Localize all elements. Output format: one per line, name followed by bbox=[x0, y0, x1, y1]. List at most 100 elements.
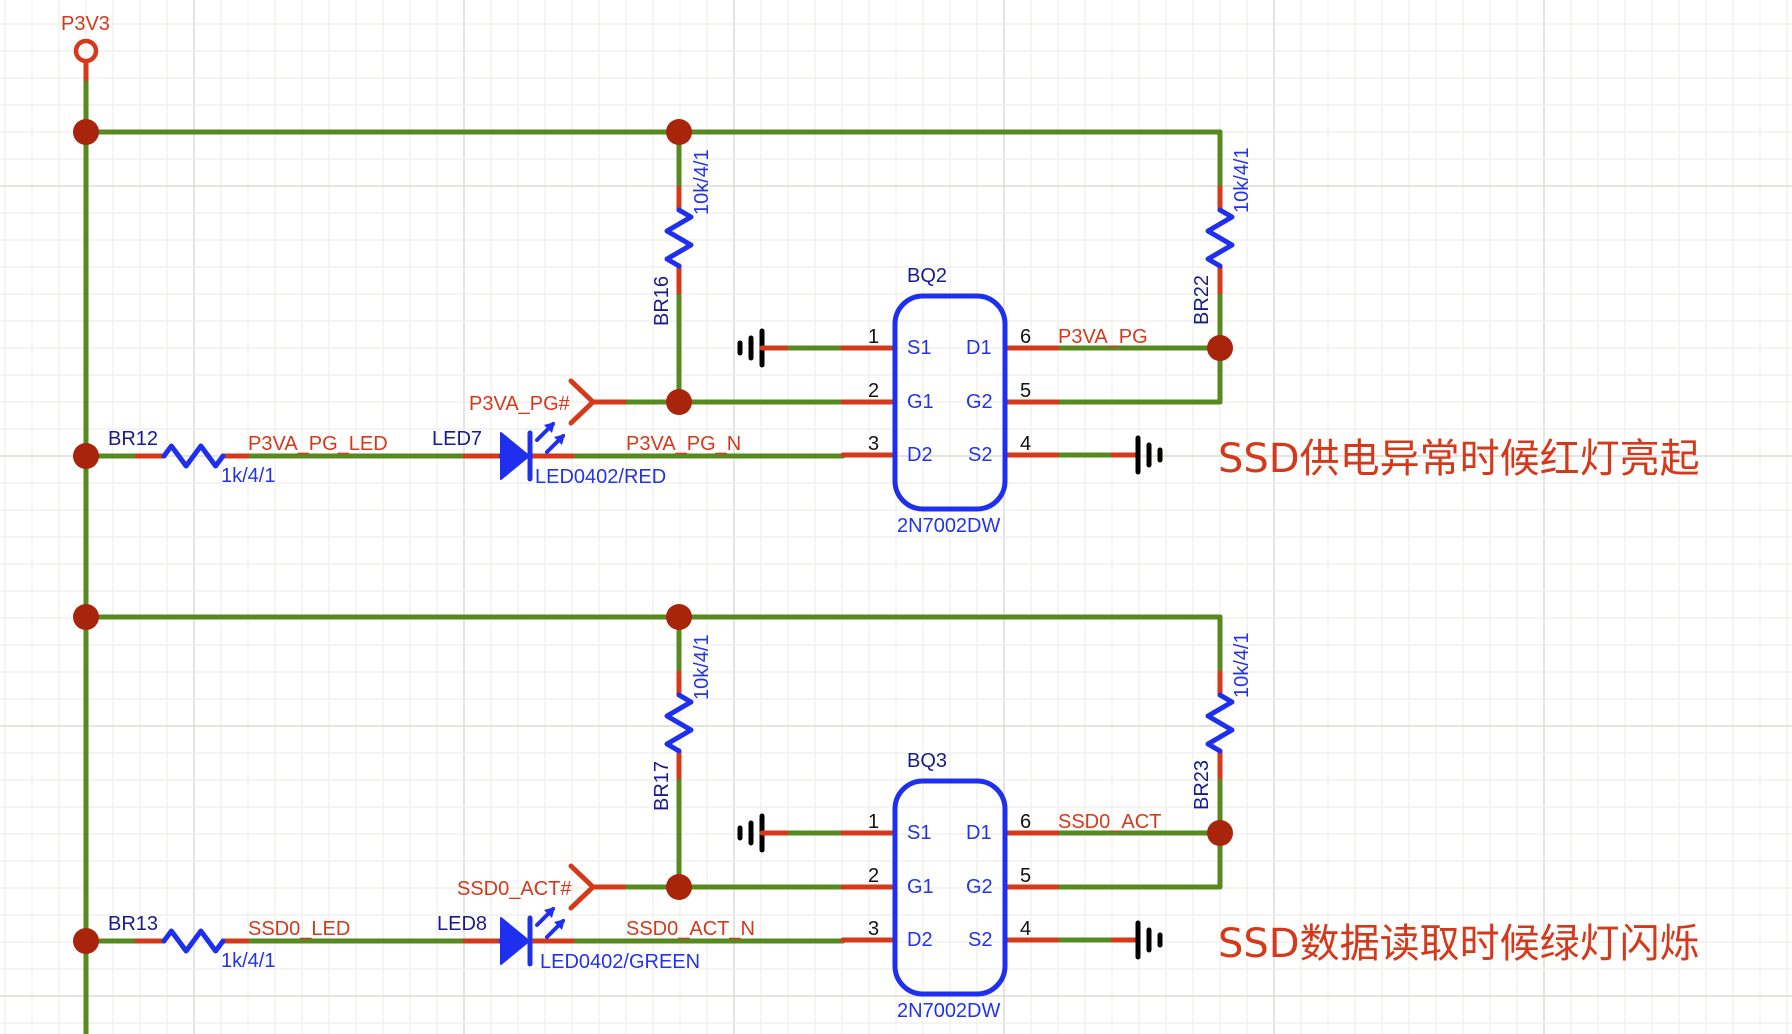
light-arrow-icon bbox=[545, 919, 565, 939]
junction-dot bbox=[666, 874, 692, 900]
resistor-zigzag-icon bbox=[1205, 207, 1235, 269]
pin-name-s2: S2 bbox=[968, 444, 992, 466]
pin-name-s2: S2 bbox=[968, 929, 992, 951]
led[interactable] bbox=[462, 907, 575, 967]
pin-number-3: 3 bbox=[868, 918, 879, 940]
ground-icon bbox=[1135, 920, 1163, 960]
arrow-head bbox=[554, 919, 565, 930]
pin-number-6: 6 bbox=[1020, 811, 1031, 833]
pin-name-d1: D1 bbox=[966, 337, 992, 359]
series-resistor-ref[interactable]: BR12 bbox=[108, 428, 158, 450]
pin-number-2: 2 bbox=[868, 380, 879, 402]
pin-number-4: 4 bbox=[1020, 433, 1031, 455]
pullup-right-value[interactable]: 10k/4/1 bbox=[1231, 632, 1253, 698]
power-port-label: P3V3 bbox=[61, 13, 110, 35]
junction-dot bbox=[73, 119, 99, 145]
pullup-left-ref[interactable]: BR17 bbox=[651, 761, 673, 811]
net-label-resistor-led[interactable]: P3VA_PG_LED bbox=[248, 433, 388, 455]
pin-name-d2: D2 bbox=[907, 444, 933, 466]
pullup-left-ref[interactable]: BR16 bbox=[651, 276, 673, 326]
series-resistor-ref[interactable]: BR13 bbox=[108, 913, 158, 935]
junction-dot bbox=[1207, 820, 1233, 846]
pin-number-2: 2 bbox=[868, 865, 879, 887]
pin-name-g1: G1 bbox=[907, 391, 934, 413]
junction-dot bbox=[73, 443, 99, 469]
pullup-right-resistor[interactable] bbox=[1205, 670, 1235, 780]
light-arrow-icon bbox=[535, 907, 555, 927]
series-resistor-value[interactable]: 1k/4/1 bbox=[221, 950, 275, 972]
resistor-zigzag-icon bbox=[664, 692, 694, 754]
led-triangle-icon bbox=[500, 917, 530, 965]
resistor-zigzag-icon bbox=[161, 928, 226, 954]
mosfet-body[interactable] bbox=[892, 293, 1008, 512]
pullup-right-ref[interactable]: BR22 bbox=[1191, 275, 1213, 325]
junction-dot bbox=[666, 119, 692, 145]
annotation-text[interactable]: SSD供电异常时候红灯亮起 bbox=[1218, 436, 1700, 482]
led-triangle-icon bbox=[500, 432, 530, 480]
pin-name-g2: G2 bbox=[966, 876, 993, 898]
mosfet-value[interactable]: 2N7002DW bbox=[897, 515, 1001, 537]
net-label-led-mosfet[interactable]: P3VA_PG_N bbox=[626, 433, 741, 455]
pin-number-3: 3 bbox=[868, 433, 879, 455]
net-flag-chevron bbox=[568, 863, 596, 911]
arrow-head bbox=[554, 434, 565, 445]
pullup-left-resistor[interactable] bbox=[664, 185, 694, 295]
wires bbox=[83, 614, 1223, 944]
wires bbox=[83, 129, 1223, 459]
pin-name-g1: G1 bbox=[907, 876, 934, 898]
net-flag-icon[interactable] bbox=[568, 863, 627, 911]
pin-number-6: 6 bbox=[1020, 326, 1031, 348]
led-ref[interactable]: LED8 bbox=[437, 913, 487, 935]
led[interactable] bbox=[462, 422, 575, 482]
pullup-right-resistor[interactable] bbox=[1205, 185, 1235, 295]
net-label-resistor-led[interactable]: SSD0_LED bbox=[248, 918, 350, 940]
series-resistor-value[interactable]: 1k/4/1 bbox=[221, 465, 275, 487]
pullup-left-value[interactable]: 10k/4/1 bbox=[691, 634, 713, 700]
mosfet-ref[interactable]: BQ3 bbox=[907, 750, 947, 772]
ground-icon bbox=[1135, 435, 1163, 475]
junction-dot bbox=[73, 604, 99, 630]
resistor-zigzag-icon bbox=[1205, 692, 1235, 754]
series-resistor[interactable] bbox=[134, 443, 250, 469]
annotation-text[interactable]: SSD数据读取时候绿灯闪烁 bbox=[1218, 921, 1700, 967]
net-flag-label[interactable]: SSD0_ACT# bbox=[457, 878, 572, 900]
mosfet-ref[interactable]: BQ2 bbox=[907, 265, 947, 287]
light-arrow-icon bbox=[535, 422, 555, 442]
mosfet-body[interactable] bbox=[892, 778, 1008, 997]
pin-number-1: 1 bbox=[868, 811, 879, 833]
net-flag-label[interactable]: P3VA_PG# bbox=[469, 393, 571, 415]
pin-number-5: 5 bbox=[1020, 380, 1031, 402]
ground-icon bbox=[737, 813, 765, 853]
net-label-d1[interactable]: SSD0_ACT bbox=[1058, 811, 1161, 833]
led-value[interactable]: LED0402/RED bbox=[535, 466, 666, 488]
net-label-led-mosfet[interactable]: SSD0_ACT_N bbox=[626, 918, 755, 940]
pullup-left-resistor[interactable] bbox=[664, 670, 694, 780]
mosfet-value[interactable]: 2N7002DW bbox=[897, 1000, 1001, 1022]
net-label-d1[interactable]: P3VA_PG bbox=[1058, 326, 1148, 348]
resistor-zigzag-icon bbox=[161, 443, 226, 469]
pin-name-d2: D2 bbox=[907, 929, 933, 951]
light-arrow-icon bbox=[545, 434, 565, 454]
junction-dot bbox=[666, 604, 692, 630]
arrow-head bbox=[544, 907, 555, 918]
pin-number-5: 5 bbox=[1020, 865, 1031, 887]
pin-name-d1: D1 bbox=[966, 822, 992, 844]
series-resistor[interactable] bbox=[134, 928, 250, 954]
pin-name-s1: S1 bbox=[907, 822, 931, 844]
power-port-p3v3[interactable]: P3V3 bbox=[61, 13, 110, 82]
pin-name-g2: G2 bbox=[966, 391, 993, 413]
pullup-right-ref[interactable]: BR23 bbox=[1191, 760, 1213, 810]
pin-number-4: 4 bbox=[1020, 918, 1031, 940]
pin-name-s1: S1 bbox=[907, 337, 931, 359]
junction-dot bbox=[666, 389, 692, 415]
led-ref[interactable]: LED7 bbox=[432, 428, 482, 450]
arrow-head bbox=[544, 422, 555, 433]
pullup-right-value[interactable]: 10k/4/1 bbox=[1231, 147, 1253, 213]
junction-dot bbox=[73, 928, 99, 954]
led-value[interactable]: LED0402/GREEN bbox=[540, 951, 700, 973]
pullup-left-value[interactable]: 10k/4/1 bbox=[691, 149, 713, 215]
net-flag-icon[interactable] bbox=[568, 378, 627, 426]
resistor-zigzag-icon bbox=[664, 207, 694, 269]
